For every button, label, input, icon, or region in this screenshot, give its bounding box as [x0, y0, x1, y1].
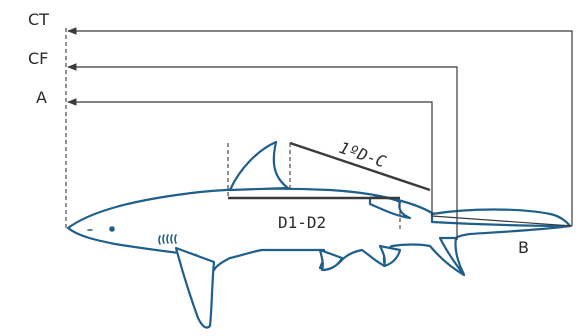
- label-cf: CF: [28, 49, 48, 68]
- label-a: A: [36, 88, 47, 107]
- cf-arrow: [67, 63, 458, 240]
- b-line: [431, 215, 573, 227]
- anal-fin: [378, 244, 402, 268]
- label-ct: CT: [28, 10, 49, 29]
- ct-arrow: [67, 27, 573, 226]
- label-b: B: [518, 238, 529, 257]
- pelvic-fin: [318, 248, 344, 272]
- measurement-lines: [65, 27, 573, 240]
- first-dorsal-fin: [228, 140, 290, 192]
- label-dorsal-interspace: D1-D2: [278, 213, 326, 232]
- shark-eye: [109, 226, 115, 232]
- caudal-fin: [430, 208, 572, 228]
- a-arrow: [67, 98, 433, 216]
- lower-caudal-lobe: [438, 236, 466, 277]
- shark-illustration: [66, 140, 572, 329]
- gill-slits: [158, 234, 177, 245]
- pectoral-fin: [174, 246, 216, 329]
- first-dorsal-to-caudal-bar: [289, 141, 431, 192]
